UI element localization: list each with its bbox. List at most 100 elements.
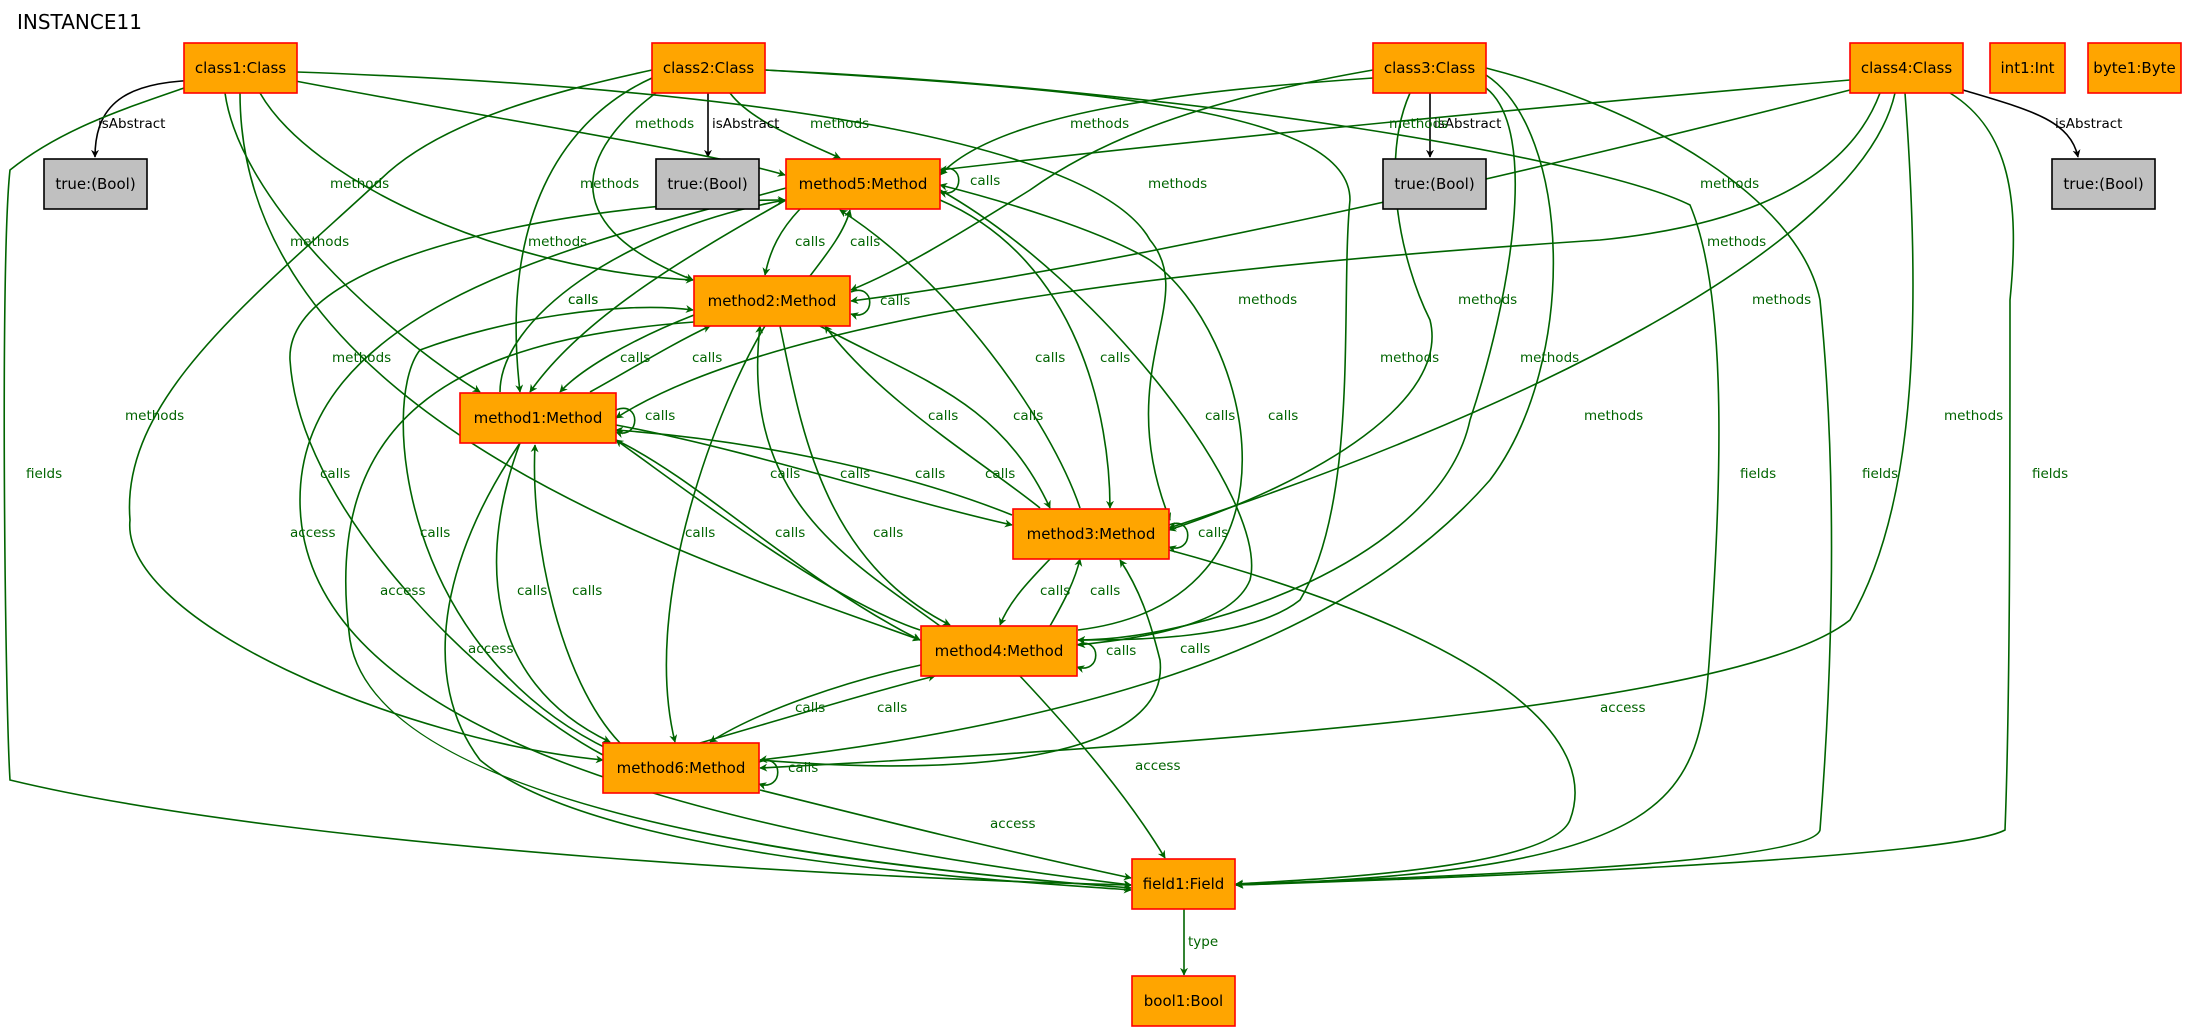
node-true3[interactable]: true:(Bool) [1382,158,1487,210]
node-box-true4 [2051,158,2156,210]
node-true1[interactable]: true:(Bool) [43,158,148,210]
node-int1[interactable]: int1:Int [1989,42,2066,94]
node-box-int1 [1989,42,2066,94]
edge-label-calls: calls [1268,408,1298,424]
node-box-class4 [1849,42,1964,94]
edge-label-calls: calls [1090,583,1120,599]
node-label-byte1: byte1:Byte [2093,59,2175,77]
node-true4[interactable]: true:(Bool) [2051,158,2156,210]
edge-calls-method4-to-method4 [1076,642,1097,673]
edge-calls-method3-to-method3 [1168,522,1189,553]
edge-label-calls: calls [685,525,715,541]
node-method5[interactable]: method5:Method [785,158,941,210]
edge-label-calls: calls [970,173,1000,189]
edge-label-calls: calls [572,583,602,599]
node-box-method3 [1012,508,1170,560]
node-method3[interactable]: method3:Method [1012,508,1170,560]
node-class1[interactable]: class1:Class [183,42,298,94]
edge-calls-method5-to-method3 [939,199,1114,509]
node-method1[interactable]: method1:Method [459,392,617,444]
edge-label-methods: methods [1389,116,1448,132]
node-field1[interactable]: field1:Field [1131,858,1236,910]
edge-calls-method4-to-method5 [939,182,1244,631]
edge-label-calls: calls [877,700,907,716]
edge-label-methods: methods [1458,292,1517,308]
edge-calls-method5-to-method1 [529,199,787,393]
edge-calls-method4-to-method3 [1049,558,1083,627]
edge-label-access: access [1600,700,1646,716]
node-label-int1: int1:Int [2001,59,2055,77]
edge-methods-class1-to-method2 [259,92,694,284]
edge-label-access: access [468,641,514,657]
edge-label-fields: fields [1862,466,1898,482]
edge-label-calls: calls [1106,643,1136,659]
node-byte1[interactable]: byte1:Byte [2087,42,2182,94]
edge-methods-class2-to-method2 [591,89,694,282]
edge-label-calls: calls [928,408,958,424]
edge-methods-class2-to-method1 [515,77,653,393]
edge-label-calls: calls [568,292,598,308]
edge-label-calls: calls [1100,350,1130,366]
node-label-true4: true:(Bool) [2063,175,2143,193]
edge-label-access: access [990,816,1036,832]
node-box-field1 [1131,858,1236,910]
edge-calls-method2-to-method4 [779,325,951,626]
edge-fields-class3-to-field1 [1235,67,1833,889]
edge-calls-method1-to-method4 [615,439,921,641]
edge-label-calls: calls [873,525,903,541]
node-label-method6: method6:Method [617,759,746,777]
edge-calls-method5-to-method2 [762,208,801,276]
edge-calls-method2-to-method6 [665,325,766,743]
edge-label-calls: calls [775,525,805,541]
edge-label-methods: methods [580,176,639,192]
edge-methods-class4-to-method5 [939,79,1851,174]
edge-label-calls: calls [795,700,825,716]
edge-label-calls: calls [420,525,450,541]
node-label-method3: method3:Method [1027,525,1156,543]
edge-access-method1-to-field1 [444,442,1132,894]
node-box-method6 [602,742,760,794]
edge-label-calls: calls [770,466,800,482]
edge-label-methods: methods [290,234,349,250]
edge-label-calls: calls [320,466,350,482]
edge-methods-class4-to-method2 [850,89,1851,305]
node-label-class3: class3:Class [1384,59,1475,77]
node-class4[interactable]: class4:Class [1849,42,1964,94]
node-class2[interactable]: class2:Class [651,42,766,94]
edge-methods-class2-to-method5 [729,92,841,159]
edge-methods-class3-to-method2 [850,69,1374,291]
node-box-true2 [655,158,760,210]
edge-label-fields: fields [26,466,62,482]
node-true2[interactable]: true:(Bool) [655,158,760,210]
node-method4[interactable]: method4:Method [920,625,1078,677]
edge-label-fields: fields [2032,466,2068,482]
edge-calls-method1-to-method2 [589,325,711,393]
edge-label-calls: calls [985,466,1015,482]
edge-calls-method1-to-method5 [499,197,786,393]
node-box-method1 [459,392,617,444]
node-bool1[interactable]: bool1:Bool [1131,975,1236,1027]
edge-label-calls: calls [1035,350,1065,366]
node-box-class3 [1372,42,1487,94]
edge-methods-class2-to-method6 [128,69,653,764]
node-method6[interactable]: method6:Method [602,742,760,794]
node-label-method5: method5:Method [799,175,928,193]
node-box-class1 [183,42,298,94]
edge-label-calls: calls [620,350,650,366]
edge-label-calls: calls [795,234,825,250]
edge-label-methods: methods [810,116,869,132]
node-method2[interactable]: method2:Method [693,275,851,327]
edge-label-calls: calls [880,293,910,309]
node-box-bool1 [1131,975,1236,1027]
node-class3[interactable]: class3:Class [1372,42,1487,94]
edge-label-access: access [1135,758,1181,774]
edge-methods-class3-to-method6 [759,74,1555,764]
edge-calls-method3-to-method2 [824,325,1041,509]
edge-label-calls: calls [840,466,870,482]
node-box-byte1 [2087,42,2182,94]
node-label-bool1: bool1:Bool [1144,992,1223,1010]
edge-calls-method2-to-method2 [850,289,871,320]
edge-label-calls: calls [517,583,547,599]
edge-methods-class1-to-method3 [296,71,1172,521]
